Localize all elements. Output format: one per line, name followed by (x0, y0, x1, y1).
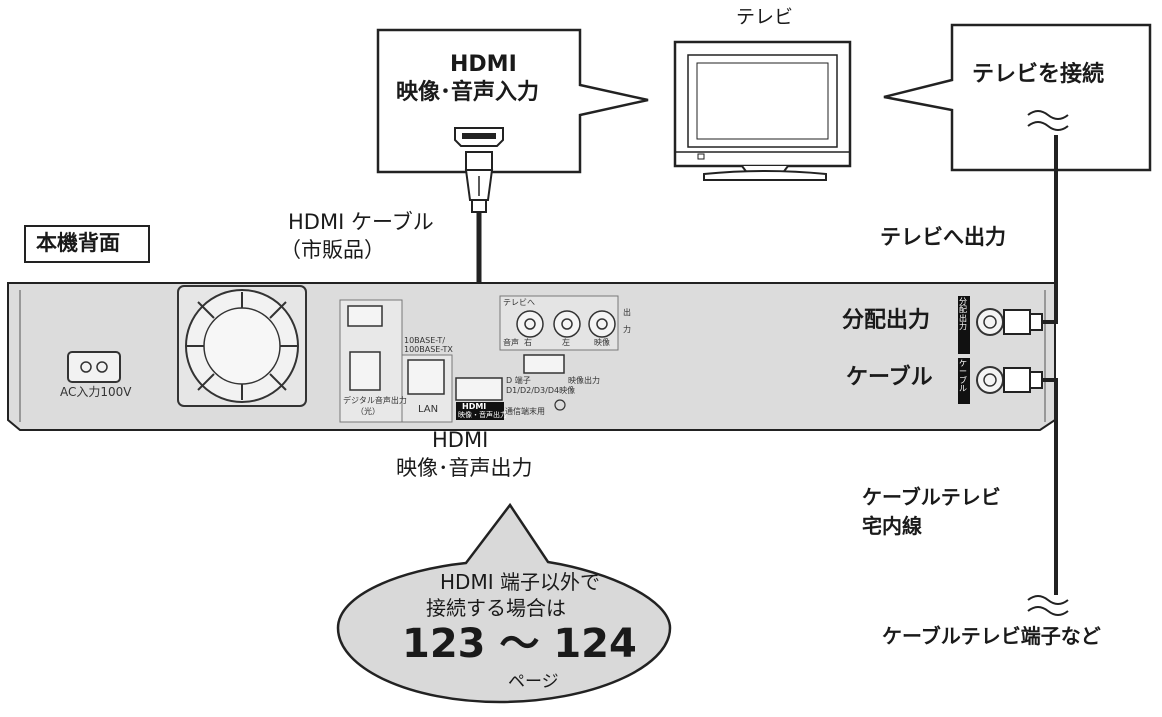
hdmi-input-subtitle: 映像･音声入力 (396, 80, 540, 105)
tv-output-line (1042, 135, 1058, 324)
cable-input-connector (976, 366, 1043, 394)
to-tv-label: テレビへ (503, 298, 535, 307)
ac-inlet-label: AC入力100V (60, 385, 132, 399)
tv-output-label: テレビへ出力 (880, 225, 1006, 249)
audio-left-label: 左 (562, 338, 570, 347)
d-terminal-label: D 端子 (506, 376, 531, 385)
cable-tv-terminal-label: ケーブルテレビ端子など (882, 624, 1101, 648)
video-label: 映像 (594, 338, 610, 347)
cable-tv-sublabel: 宅内線 (862, 514, 922, 538)
tv-title: テレビ (736, 6, 794, 28)
fan-icon (177, 285, 307, 407)
audio-left-jack (553, 310, 581, 338)
hdmi-output-title: HDMI (432, 428, 489, 452)
wave-icon (1027, 110, 1069, 131)
lan-spec-line2: 100BASE-TX (404, 345, 453, 354)
lan-spec-line1: 10BASE-T/ (404, 336, 446, 345)
audio-right-jack (516, 310, 544, 338)
d-terminal-sublabel: D1/D2/D3/D4映像 (506, 386, 576, 395)
reference-line1: HDMI 端子以外で (440, 570, 600, 594)
usb-port (347, 305, 383, 327)
hdmi-port-label: 映像・音声出力 (458, 411, 507, 419)
reference-line2: 接続する場合は (426, 596, 566, 620)
hdmi-logo: HDMI (462, 402, 487, 411)
ac-inlet-icon (67, 351, 121, 383)
audio-right-label: 右 (524, 338, 532, 347)
hdmi-cable-sublabel: （市販品） (280, 238, 385, 262)
hdmi-output-subtitle: 映像･音声出力 (396, 456, 533, 480)
distribution-output-connector (976, 308, 1043, 336)
hdmi-input-bubble (376, 28, 649, 174)
cable-tag: ケーブル (959, 359, 967, 394)
rear-panel-label-box (24, 225, 150, 263)
comm-terminal-label: 通信端末用 (505, 407, 545, 416)
video-jack (588, 310, 616, 338)
distribution-output-label: 分配出力 (842, 308, 931, 333)
reference-unit: ページ (508, 672, 559, 692)
cable-tv-label: ケーブルテレビ (862, 485, 1001, 509)
d-terminal-port (523, 354, 565, 374)
hdmi-cable-label: HDMI ケーブル (288, 210, 434, 234)
tv-connect-bubble (883, 23, 1152, 172)
optical-port (349, 351, 381, 391)
device-rear-panel (7, 282, 1056, 431)
cable-input-line (1042, 378, 1058, 595)
output-label-char1: 出 (623, 308, 631, 317)
tv-connect-title: テレビを接続 (972, 62, 1105, 87)
digital-audio-sublabel: （光） (356, 407, 380, 416)
hdmi-output-port (455, 377, 503, 401)
tv-illustration (673, 40, 852, 181)
lan-label: LAN (418, 404, 439, 415)
hdmi-port-icon (454, 127, 504, 147)
lan-port (407, 359, 445, 395)
wave-icon-bottom (1027, 595, 1082, 616)
digital-audio-label: デジタル音声出力 (343, 396, 407, 405)
output-label-char2: 力 (623, 325, 631, 334)
reference-bubble (336, 502, 672, 704)
hdmi-input-title: HDMI (450, 52, 517, 77)
cable-label: ケーブル (846, 365, 933, 390)
audio-label: 音声 (503, 338, 519, 347)
video-out-label: 映像出力 (568, 376, 600, 385)
reference-pages: 123 ～ 124 (402, 621, 637, 667)
rear-panel-label: 本機背面 (36, 231, 120, 255)
distribution-tag: 分配出力 (959, 297, 967, 332)
